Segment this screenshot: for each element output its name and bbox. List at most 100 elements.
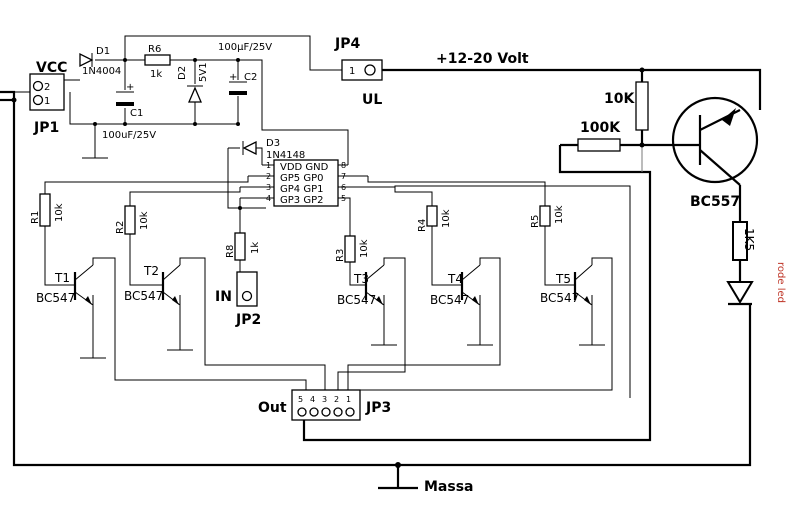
t2-label: T2	[143, 264, 159, 278]
transistor-t4: T4 BC547	[430, 264, 481, 307]
supply-label: +12-20 Volt	[436, 51, 529, 67]
d1-diode: D1 1N4004	[79, 46, 121, 77]
r6-label: R6	[148, 44, 161, 55]
ic-pin-1: 1	[266, 161, 271, 170]
d3-part-label: 1N4148	[266, 150, 305, 161]
ic-pin-7: 7	[341, 172, 346, 181]
jp1-label: JP1	[33, 120, 59, 136]
ic-row-2: GP5 GP0	[280, 173, 323, 184]
jp3-pin-3: 3	[322, 395, 327, 404]
t1-label: T1	[54, 271, 70, 285]
resistor-r5: R5 10k	[530, 205, 565, 228]
d2-label: D2	[177, 66, 188, 80]
jp3-pin-1: 1	[346, 395, 351, 404]
t5-label: T5	[555, 272, 571, 286]
r5-label: R5	[530, 215, 541, 228]
r-1k5-label: 1K5	[742, 228, 756, 251]
c2-capacitor: + C2	[229, 72, 257, 95]
resistor-10k: 10K	[604, 81, 649, 131]
d2-value: 5V1	[198, 62, 209, 82]
svg-text:+: +	[229, 72, 237, 83]
in-label: IN	[215, 289, 232, 305]
r8-label: R8	[225, 245, 236, 258]
jp3-pin-4: 4	[310, 395, 315, 404]
t1-part: BC547	[36, 291, 75, 305]
r3-label: R3	[335, 249, 346, 262]
resistor-100k: 100K	[577, 120, 621, 152]
resistor-r8: R8 1k	[225, 232, 261, 261]
jp1-connector: VCC JP1 2 1	[29, 60, 67, 136]
jp4-pin-label: 1	[349, 66, 355, 77]
r6-resistor: R6 1k	[144, 44, 171, 80]
r6-value: 1k	[150, 69, 162, 80]
r4-label: R4	[417, 219, 428, 232]
ic-row-3: GP4 GP1	[280, 184, 323, 195]
r-10k-label: 10K	[604, 91, 635, 107]
jp4-connector: JP4 1 UL	[334, 36, 383, 108]
t4-part: BC547	[430, 293, 469, 307]
pnp-label: BC557	[690, 194, 740, 210]
r1-label: R1	[30, 211, 41, 224]
red-led: rode led	[726, 262, 786, 306]
thick-wires	[0, 68, 762, 490]
ul-label: UL	[362, 92, 382, 108]
jp1-pin2-label: 2	[44, 82, 50, 93]
jp2-connector: IN JP2	[215, 271, 261, 328]
r3-value: 10k	[359, 239, 370, 258]
d3-diode: D3 1N4148	[242, 138, 305, 161]
ic-pin-6: 6	[341, 183, 346, 192]
r8-value: 1k	[250, 242, 261, 254]
ic-pin-4: 4	[266, 194, 271, 203]
ic-pin-5: 5	[341, 194, 346, 203]
transistor-t2: T2 BC547	[124, 264, 181, 306]
r4-value: 10k	[441, 209, 452, 228]
transistor-t1: T1 BC547	[36, 264, 94, 306]
r2-label: R2	[115, 221, 126, 234]
jp4-label: JP4	[334, 36, 360, 52]
resistor-1k5: 1K5	[732, 221, 756, 261]
c1-capacitor: + C1	[116, 82, 143, 119]
transistor-t5: T5 BC547	[540, 264, 593, 306]
jp3-pin-2: 2	[334, 395, 339, 404]
t2-part: BC547	[124, 289, 163, 303]
c-top-label: 100µF/25V	[218, 42, 272, 53]
c-bottom-label: 100uF/25V	[102, 130, 156, 141]
resistor-r1: R1 10k	[30, 193, 65, 227]
c2-label: C2	[244, 72, 257, 83]
transistor-t3: T3 BC547	[337, 264, 385, 307]
resistor-r2: R2 10k	[115, 205, 150, 235]
ic-pin-3: 3	[266, 183, 271, 192]
r5-value: 10k	[554, 205, 565, 224]
t5-part: BC547	[540, 291, 579, 305]
led-label: rode led	[775, 262, 786, 303]
t4-label: T4	[447, 272, 463, 286]
r2-value: 10k	[139, 211, 150, 230]
ic-pin-2: 2	[266, 172, 271, 181]
c1-label: C1	[130, 108, 143, 119]
r-100k-label: 100K	[580, 120, 621, 136]
jp3-label: JP3	[365, 400, 391, 416]
t3-label: T3	[353, 272, 369, 286]
d1-part-label: 1N4004	[82, 66, 121, 77]
out-label: Out	[258, 400, 287, 416]
r1-value: 10k	[54, 203, 65, 222]
d3-label: D3	[266, 138, 280, 149]
resistor-r3: R3 10k	[335, 235, 370, 263]
microcontroller-ic: VDD GND GP5 GP0 GP4 GP1 GP3 GP2 1 2 3 4 …	[266, 159, 346, 207]
svg-text:+: +	[126, 82, 134, 93]
junction-dots	[11, 58, 645, 468]
jp3-pin-5: 5	[298, 395, 303, 404]
vcc-label: VCC	[36, 60, 67, 76]
d2-zener: D2 5V1	[177, 62, 209, 103]
jp2-label: JP2	[235, 312, 261, 328]
bc557-transistor: BC557	[671, 96, 759, 210]
ic-pin-8: 8	[341, 161, 346, 170]
t3-part: BC547	[337, 293, 376, 307]
jp1-pin1-label: 1	[44, 96, 50, 107]
jp3-connector: 5 4 3 2 1 Out JP3	[258, 389, 391, 421]
resistor-r4: R4 10k	[417, 205, 452, 232]
ic-row-4: GP3 GP2	[280, 195, 323, 206]
ic-row-1: VDD GND	[280, 162, 329, 173]
d1-label: D1	[96, 46, 110, 57]
